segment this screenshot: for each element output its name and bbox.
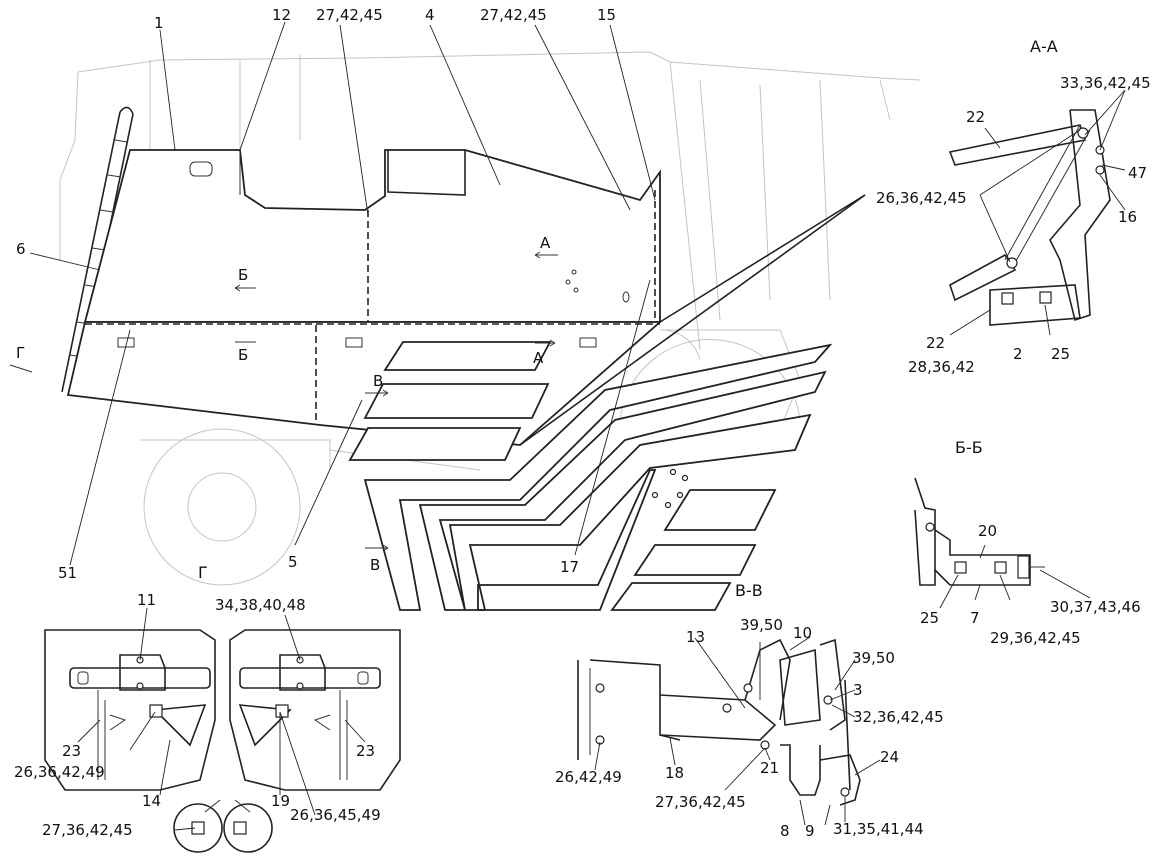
- g-label-11: 11: [137, 591, 156, 609]
- aa-label-47: 47: [1128, 164, 1147, 182]
- g-label-19: 19: [271, 792, 290, 810]
- mark-v-2: В: [370, 556, 380, 574]
- aa-label-2: 2: [1013, 345, 1023, 363]
- vv-label-13: 13: [686, 628, 705, 646]
- mark-v-1: В: [373, 372, 383, 390]
- bb-label-25: 25: [920, 609, 939, 627]
- vv-label-31-35-41-44: 31,35,41,44: [833, 820, 924, 838]
- section-title-aa: А-А: [1030, 37, 1058, 56]
- aa-label-22-a: 22: [966, 108, 985, 126]
- label-15: 15: [597, 6, 616, 24]
- vv-label-24: 24: [880, 748, 899, 766]
- label-6: 6: [16, 240, 26, 258]
- label-27-42-45-b: 27,42,45: [480, 6, 547, 24]
- section-vv-view: [577, 636, 881, 826]
- section-title-g: Г: [198, 563, 208, 582]
- bb-label-30-37-43-46: 30,37,43,46: [1050, 598, 1141, 616]
- mark-a-1: А: [540, 234, 551, 252]
- aa-label-26-36-42-45: 26,36,42,45: [876, 189, 967, 207]
- g-label-23-a: 23: [62, 742, 81, 760]
- g-label-14: 14: [142, 792, 161, 810]
- section-title-vv: В-В: [735, 581, 763, 600]
- label-1: 1: [154, 14, 164, 32]
- section-g-view: [44, 607, 401, 853]
- mark-a-2: А: [533, 349, 544, 367]
- g-label-26-36-42-49: 26,36,42,49: [14, 763, 105, 781]
- aa-label-25: 25: [1051, 345, 1070, 363]
- vv-label-18: 18: [665, 764, 684, 782]
- vv-label-32-36-42-45: 32,36,42,45: [853, 708, 944, 726]
- label-5: 5: [288, 553, 298, 571]
- vv-label-39-50-b: 39,50: [852, 649, 895, 667]
- vv-label-27-36-42-45: 27,36,42,45: [655, 793, 746, 811]
- mark-g-1: Г: [16, 344, 25, 362]
- aa-label-28-36-42: 28,36,42: [908, 358, 975, 376]
- aa-label-33-36-42-45: 33,36,42,45: [1060, 74, 1151, 92]
- g-label-26-36-45-49: 26,36,45,49: [290, 806, 381, 824]
- g-label-23-b: 23: [356, 742, 375, 760]
- machine-background-outline: [59, 51, 921, 586]
- vv-label-10: 10: [793, 624, 812, 642]
- vv-label-3: 3: [853, 681, 863, 699]
- vv-label-8: 8: [780, 822, 790, 840]
- vv-label-26-42-49: 26,42,49: [555, 768, 622, 786]
- main-view: [9, 21, 866, 611]
- vv-label-9: 9: [805, 822, 815, 840]
- aa-label-16: 16: [1118, 208, 1137, 226]
- label-27-42-45-a: 27,42,45: [316, 6, 383, 24]
- label-51: 51: [58, 564, 77, 582]
- section-bb-view: [914, 477, 1091, 609]
- g-label-34-38-40-48: 34,38,40,48: [215, 596, 306, 614]
- label-12: 12: [272, 6, 291, 24]
- mark-b-2: Б: [238, 346, 248, 364]
- vv-label-21: 21: [760, 759, 779, 777]
- vv-label-39-50-a: 39,50: [740, 616, 783, 634]
- section-title-bb: Б-Б: [955, 438, 983, 457]
- bb-label-29-36-42-45: 29,36,42,45: [990, 629, 1081, 647]
- aa-label-22-b: 22: [926, 334, 945, 352]
- label-4: 4: [425, 6, 435, 24]
- section-aa-view: [948, 89, 1126, 336]
- g-label-27-36-42-45: 27,36,42,45: [42, 821, 133, 839]
- mark-b-1: Б: [238, 266, 248, 284]
- bb-label-7: 7: [970, 609, 980, 627]
- label-17: 17: [560, 558, 579, 576]
- bb-label-20: 20: [978, 522, 997, 540]
